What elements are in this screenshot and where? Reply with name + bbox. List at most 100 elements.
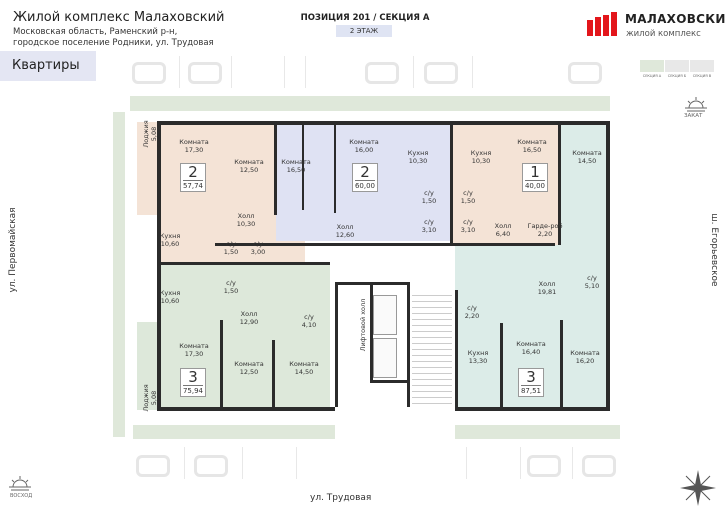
room-area: 3,00 — [250, 248, 266, 256]
room-area: 1,50 — [223, 248, 239, 256]
parked-car-icon — [132, 62, 166, 84]
room-area: 5,08 — [150, 390, 158, 406]
section-b-button[interactable] — [665, 60, 689, 72]
sunset-label: ЗАКАТ — [684, 113, 703, 119]
room-area: 1,50 — [460, 197, 476, 205]
elevator — [373, 295, 397, 335]
room-area: 12,50 — [239, 166, 259, 174]
parked-car-icon — [582, 455, 616, 477]
room-name: Комната — [289, 360, 319, 368]
room-name: Холл — [237, 212, 255, 220]
logo-icon — [587, 12, 617, 36]
green-strip-top — [130, 96, 610, 111]
room-name: Лоджия — [142, 120, 150, 148]
green-strip-bottom-left — [133, 425, 335, 439]
section-a-button[interactable] — [640, 60, 664, 72]
wall-inner — [220, 320, 223, 410]
sunrise-label: ВОСХОД — [10, 493, 33, 499]
apartment-area: 57,74 — [182, 182, 204, 190]
wall-corridor-bottom — [160, 262, 330, 265]
parking-line — [284, 56, 285, 88]
complex-title: Жилой комплекс Малаховский — [13, 10, 225, 25]
room-area: 16,20 — [575, 357, 595, 365]
apartment-area: 75,94 — [182, 387, 204, 395]
lift-wall — [335, 282, 338, 407]
room-area: 10,30 — [408, 157, 428, 165]
green-strip-left — [113, 112, 125, 437]
parked-car-icon — [424, 62, 458, 84]
wall-bottom-left — [160, 407, 335, 411]
lift-wall — [407, 282, 410, 407]
room-name: Кухня — [159, 289, 181, 297]
room-count: 1 — [525, 164, 545, 181]
parked-car-icon — [365, 62, 399, 84]
room-name: Комната — [517, 138, 547, 146]
wall-inner — [272, 340, 275, 410]
apartment-3-87[interactable] — [560, 125, 610, 410]
wall-inner — [450, 125, 453, 245]
room-name: Комната — [234, 360, 264, 368]
apartment-3-87-main[interactable] — [455, 245, 560, 410]
lift-wall — [370, 380, 410, 383]
apartment-area: 40,00 — [524, 182, 546, 190]
room-name: с/у — [463, 218, 473, 226]
wall-inner — [500, 323, 503, 410]
section-b-label: СЕКЦИЯ Б — [667, 74, 687, 78]
room-area: 10,60 — [160, 240, 180, 248]
room-name: с/у — [424, 218, 434, 226]
room-area: 2,20 — [537, 230, 553, 238]
parking-line — [572, 447, 573, 479]
room-area: 10,30 — [236, 220, 256, 228]
street-left: ул. Первомайская — [8, 207, 18, 293]
room-name: Холл — [240, 310, 258, 318]
parked-car-icon — [188, 62, 222, 84]
room-area: 12,90 — [239, 318, 259, 326]
room-name: Гарде-роб — [527, 222, 563, 230]
parking-line — [413, 56, 414, 88]
logo-tagline: жилой комплекс — [626, 29, 701, 39]
apartment-area: 60,00 — [354, 182, 376, 190]
room-name: Холл — [494, 222, 512, 230]
parking-line — [179, 56, 180, 88]
wall-bottom-right — [455, 407, 610, 411]
room-area: 19,81 — [537, 288, 557, 296]
room-name: Комната — [570, 349, 600, 357]
room-area: 12,50 — [239, 368, 259, 376]
room-name: с/у — [424, 189, 434, 197]
room-name: с/у — [226, 279, 236, 287]
parking-line — [296, 447, 297, 479]
room-area: 1,50 — [223, 287, 239, 295]
floor-selector[interactable]: 2 ЭТАЖ — [336, 25, 392, 37]
room-area: 10,30 — [471, 157, 491, 165]
apartments-tab[interactable]: Квартиры — [0, 51, 96, 81]
room-area: 17,30 — [184, 350, 204, 358]
room-name: Холл — [336, 223, 354, 231]
position-title: ПОЗИЦИЯ 201 / СЕКЦИЯ А — [300, 13, 430, 23]
room-name: Холл — [538, 280, 556, 288]
wall-inner — [560, 320, 563, 410]
section-v-button[interactable] — [690, 60, 714, 72]
wall-inner — [558, 125, 561, 245]
